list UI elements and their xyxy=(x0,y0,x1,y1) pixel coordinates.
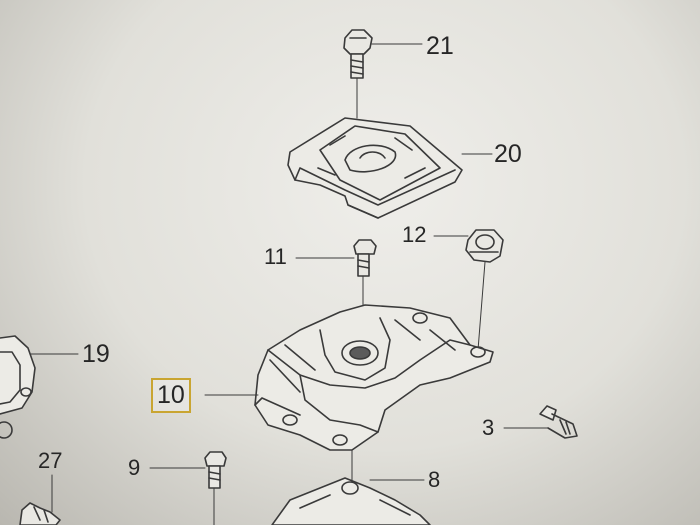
callout-20[interactable]: 20 xyxy=(494,140,522,168)
callout-11[interactable]: 11 xyxy=(264,244,287,269)
bolt-9[interactable] xyxy=(204,451,227,489)
bolt-21[interactable] xyxy=(343,29,373,79)
lower-bracket-8[interactable] xyxy=(271,477,431,525)
callout-12[interactable]: 12 xyxy=(402,222,427,247)
bolt-3[interactable] xyxy=(539,405,578,439)
bolt-11[interactable] xyxy=(353,239,377,277)
callout-3[interactable]: 3 xyxy=(482,415,495,440)
callout-8[interactable]: 8 xyxy=(428,467,441,492)
callout-9[interactable]: 9 xyxy=(128,455,141,480)
callout-21[interactable]: 21 xyxy=(426,32,454,60)
engine-mount-10[interactable] xyxy=(254,304,494,451)
upper-bracket-20[interactable] xyxy=(287,117,463,219)
nut-12[interactable] xyxy=(465,229,504,263)
housing-19[interactable] xyxy=(0,335,36,439)
callout-27[interactable]: 27 xyxy=(38,448,63,473)
bolt-27[interactable] xyxy=(19,502,61,525)
callout-19[interactable]: 19 xyxy=(82,340,110,368)
callout-10[interactable]: 10 xyxy=(151,378,191,413)
